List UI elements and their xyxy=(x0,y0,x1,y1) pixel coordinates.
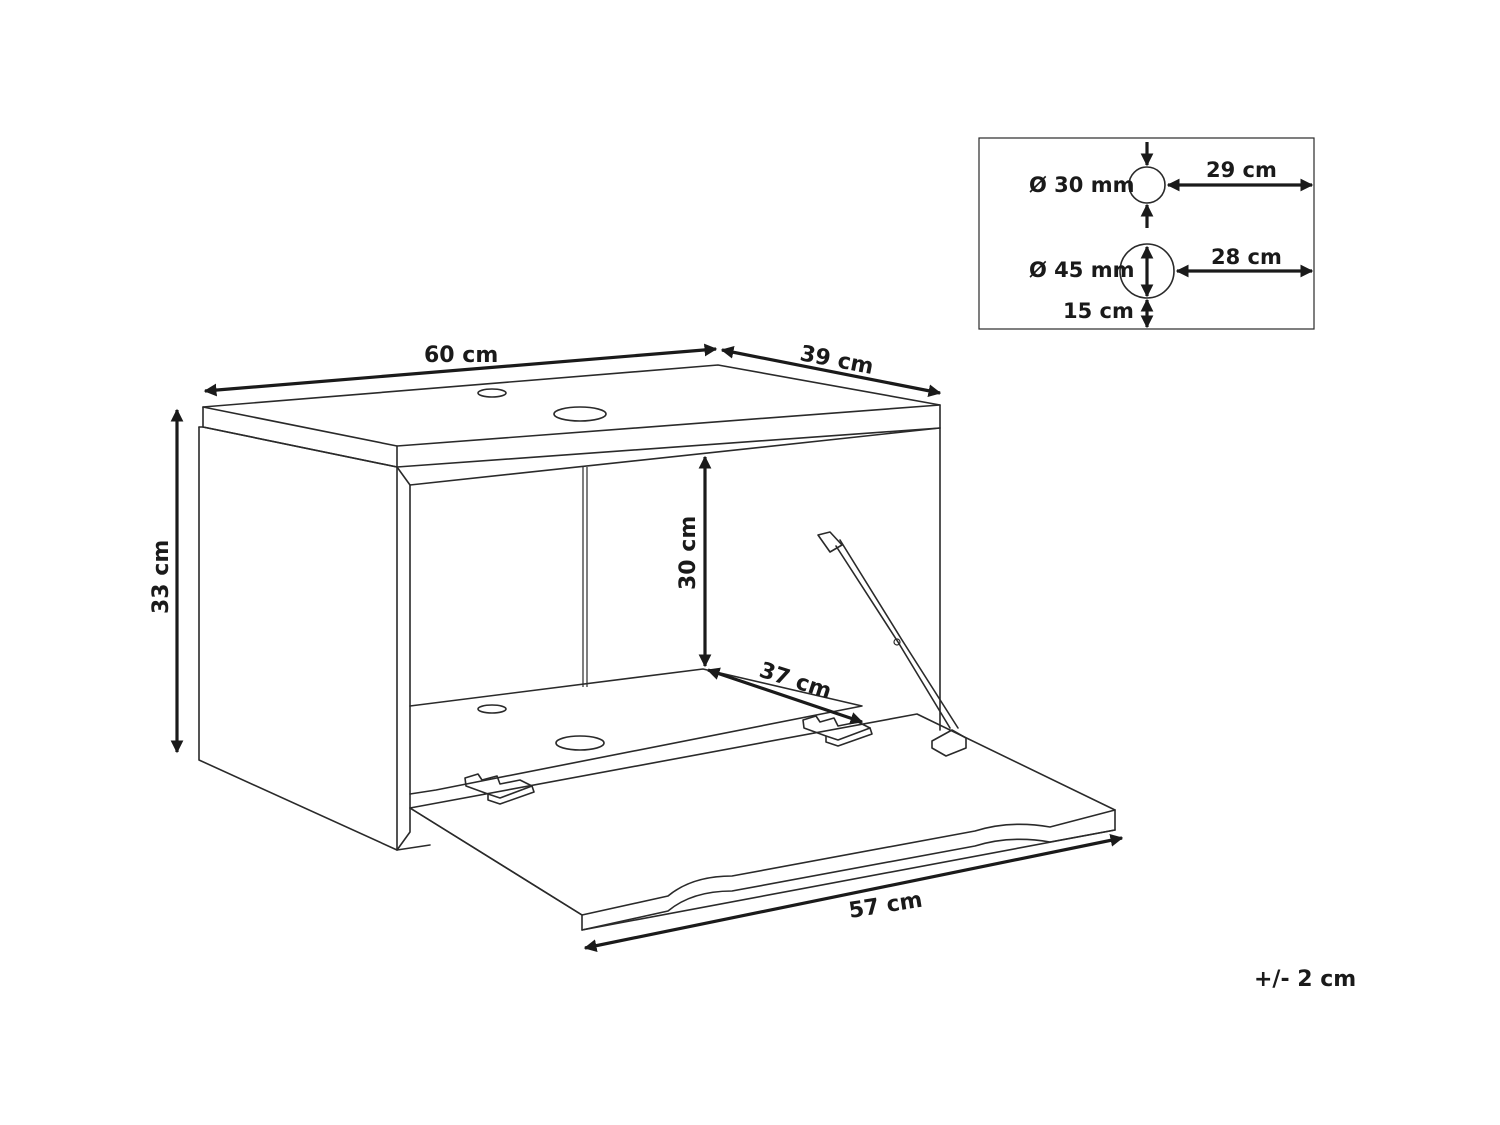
hole-detail-box: Ø 30 mm 29 cm Ø 45 mm 28 cm 15 cm xyxy=(978,137,1315,330)
top-hole-large xyxy=(553,406,607,422)
small-hole-offset-label: 29 cm xyxy=(1206,158,1277,182)
detail-box-frame xyxy=(978,137,1315,330)
door-panel xyxy=(409,531,1116,931)
door-outline xyxy=(409,713,1116,931)
small-hole-diameter-label: Ø 30 mm xyxy=(1029,173,1134,197)
large-hole-circle xyxy=(1119,243,1175,299)
hinge-left xyxy=(464,773,535,805)
tolerance-note: +/- 2 cm xyxy=(1254,967,1356,992)
door-width-dim-line xyxy=(583,834,1124,952)
cabinet-body xyxy=(198,364,941,851)
top-hole-small xyxy=(477,388,507,398)
bottom-hole-large xyxy=(555,735,605,751)
large-hole-offset-label: 28 cm xyxy=(1211,245,1282,269)
large-hole-bottom-label: 15 cm xyxy=(1063,299,1134,323)
inner-height-label: 30 cm xyxy=(676,516,701,590)
small-hole-circle xyxy=(1128,166,1166,204)
dimension-labels: 60 cm 39 cm 33 cm 30 cm 37 cm 57 cm xyxy=(149,341,924,924)
left-side-panel xyxy=(198,426,398,851)
inner-back-edge xyxy=(409,427,941,486)
door-stay-arm xyxy=(817,531,967,757)
dimension-lines xyxy=(170,343,1124,952)
width-label: 60 cm xyxy=(424,343,498,368)
large-hole-diameter-label: Ø 45 mm xyxy=(1029,258,1134,282)
bottom-hole-small xyxy=(477,704,507,714)
top-panel xyxy=(202,364,941,468)
width-dim-line xyxy=(203,343,718,397)
inner-depth-label: 37 cm xyxy=(756,658,834,705)
height-label: 33 cm xyxy=(149,540,174,614)
inner-depth-dim-line xyxy=(706,667,864,725)
depth-dim-line xyxy=(720,345,942,398)
